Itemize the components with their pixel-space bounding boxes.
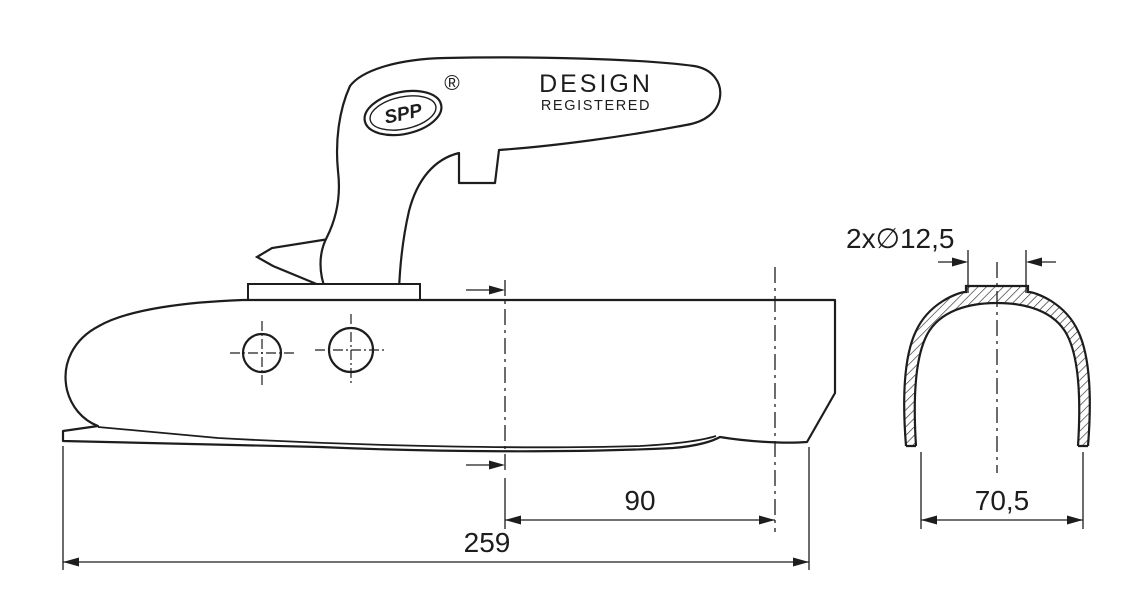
registered-label: REGISTERED (541, 98, 651, 114)
dimension-90: 90 (624, 485, 655, 516)
registered-trademark-symbol: ® (444, 72, 460, 95)
design-label: DESIGN (539, 70, 653, 98)
dimension-259: 259 (464, 527, 511, 558)
coupling-body (61, 298, 837, 453)
side-view (61, 56, 837, 453)
dimension-70-5: 70,5 (975, 485, 1030, 516)
spp-logo-inner-ring (369, 95, 437, 131)
branding: SPP ® DESIGN REGISTERED (363, 70, 653, 137)
spp-logo: SPP (363, 89, 443, 137)
body-inner-contour (97, 426, 717, 449)
centerlines (230, 262, 998, 532)
extension-lines (62, 250, 1084, 570)
coupling-handle (319, 56, 722, 293)
dimension-holes-diameter: 2x∅12,5 (846, 223, 954, 254)
collar-band (247, 283, 421, 301)
vertical-centerlines (504, 262, 998, 532)
spp-logo-outer-ring (363, 89, 443, 137)
hole-crosshair-lines (230, 314, 387, 386)
dimension-labels: 2x∅12,5 90 259 70,5 (464, 223, 1030, 558)
